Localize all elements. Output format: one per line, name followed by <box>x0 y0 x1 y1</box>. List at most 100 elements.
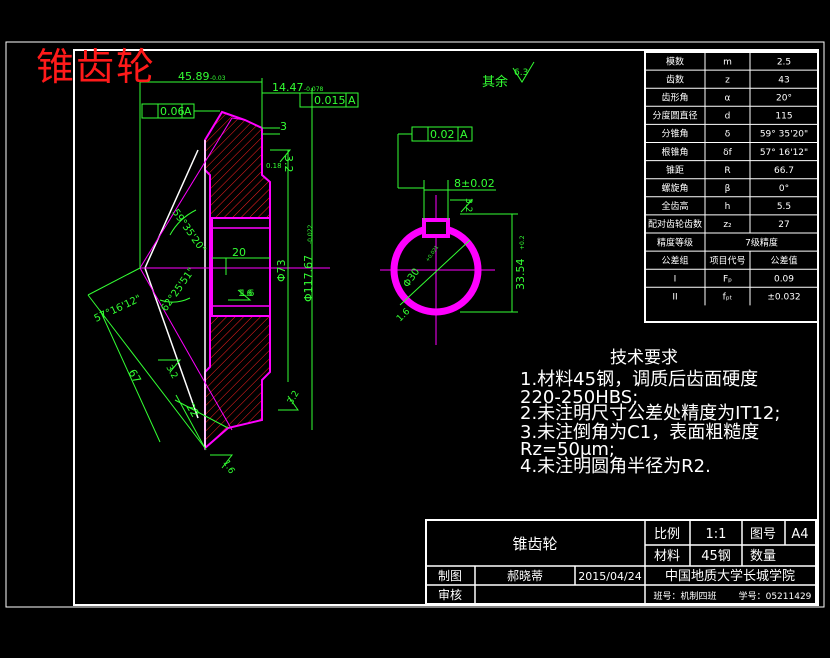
svg-text:3: 3 <box>280 120 287 133</box>
part-name: 锥齿轮 <box>512 535 557 553</box>
svg-text:3.2: 3.2 <box>463 198 473 212</box>
svg-text:学号：05211429: 学号：05211429 <box>739 590 812 602</box>
dim-33: 33.54 <box>514 259 527 291</box>
svg-text:A: A <box>184 105 192 118</box>
scale-value: 1:1 <box>706 527 727 542</box>
title-block: 锥齿轮 比例 1:1 图号 A4 材料 45钢 数量 制图 郝晓蒂 2015/0… <box>438 527 812 602</box>
param-name: I <box>674 275 677 285</box>
param-value: 66.7 <box>774 166 794 176</box>
param-value: 43 <box>778 75 789 85</box>
param-name: 分度圆直径 <box>652 110 697 122</box>
svg-text:审核: 审核 <box>438 587 462 602</box>
param-name: 齿形角 <box>661 92 688 104</box>
tech-req-line: 2.未注明尺寸公差处精度为IT12; <box>520 403 781 424</box>
tech-req-line: 220-250HBS; <box>520 387 639 408</box>
svg-text:数量: 数量 <box>750 549 776 564</box>
param-name: 精度等级 <box>657 236 693 248</box>
param-symbol: z <box>725 75 730 85</box>
outer-border <box>5 41 825 608</box>
param-name: II <box>672 293 677 303</box>
svg-text:比例: 比例 <box>654 527 680 542</box>
param-symbol: d <box>725 112 731 122</box>
tech-req-line: Rz=50μm; <box>520 439 615 460</box>
param-value: 2.5 <box>777 57 791 67</box>
svg-text:0.18: 0.18 <box>266 162 282 170</box>
dim-45: 45.89 <box>178 70 210 83</box>
svg-text:3.2: 3.2 <box>282 155 295 173</box>
other-surfaces-label: 其余 <box>482 74 508 90</box>
tech-req-line: 3.未注倒角为C1，表面粗糙度 <box>520 422 760 443</box>
svg-text:材料: 材料 <box>654 549 680 564</box>
watermark-title: 锥齿轮 <box>36 45 157 89</box>
param-name: 分锥角 <box>661 128 688 140</box>
param-name: 锥距 <box>666 164 684 176</box>
svg-text:1.6: 1.6 <box>220 459 236 477</box>
svg-text:6.3: 6.3 <box>514 68 528 78</box>
param-value: 57° 16'12" <box>760 148 808 158</box>
param-symbol: fₚₜ <box>723 293 733 303</box>
svg-text:62°25'51": 62°25'51" <box>159 266 197 314</box>
keyway-slot <box>422 218 450 238</box>
param-value: 115 <box>775 112 792 122</box>
param-value: 5.5 <box>777 202 791 212</box>
param-value: 27 <box>778 220 789 230</box>
param-value: 20° <box>776 94 792 104</box>
param-value: 公差值 <box>770 254 797 266</box>
gear-section-view <box>139 110 330 451</box>
title-block-frame <box>425 519 817 605</box>
svg-text:1.6: 1.6 <box>240 289 255 299</box>
svg-text:A: A <box>348 94 356 107</box>
param-name: 全齿高 <box>661 200 688 212</box>
dimension-texts: 45.89 -0.03 14.47 -0.078 0.06 A 0.015 A … <box>93 68 529 476</box>
param-symbol: h <box>725 202 731 212</box>
param-name: 齿数 <box>666 73 684 85</box>
svg-text:0.06: 0.06 <box>160 105 185 118</box>
param-value: ±0.032 <box>767 293 800 303</box>
param-symbol: R <box>724 166 730 176</box>
dim-14: 14.47 <box>272 81 304 94</box>
svg-text:1.6: 1.6 <box>395 307 412 324</box>
param-symbol: m <box>723 57 732 67</box>
svg-text:A4: A4 <box>791 527 808 542</box>
svg-text:-0.078: -0.078 <box>304 86 324 93</box>
svg-text:班号：机制四班: 班号：机制四班 <box>653 590 716 602</box>
drawing-date: 2015/04/24 <box>578 570 641 583</box>
dim-57: 57°16'12" <box>93 293 143 324</box>
bore-section <box>211 217 271 317</box>
keyway-view <box>380 195 495 345</box>
param-symbol: β <box>725 184 731 194</box>
svg-text:3.2: 3.2 <box>163 364 179 381</box>
tech-req-line: 1.材料45钢，调质后齿面硬度 <box>520 369 759 390</box>
svg-text:1.6: 1.6 <box>238 289 253 299</box>
dim-20: 20 <box>232 246 246 259</box>
svg-text:A: A <box>460 128 468 141</box>
param-symbol: δ <box>725 130 731 140</box>
param-name: 公差组 <box>661 254 688 266</box>
svg-text:3.2: 3.2 <box>286 389 302 406</box>
svg-text:制图: 制图 <box>438 569 462 583</box>
svg-text:0.015: 0.015 <box>314 94 346 107</box>
material-value: 45钢 <box>701 549 731 564</box>
svg-text:+0.021: +0.021 <box>425 245 441 264</box>
param-name: 螺旋角 <box>661 182 688 194</box>
param-value: 0° <box>779 184 789 194</box>
param-name: 根锥角 <box>661 146 688 158</box>
svg-text:0.02: 0.02 <box>430 128 455 141</box>
dimension-lines <box>87 78 359 469</box>
param-symbol: δf <box>723 148 733 158</box>
svg-text:图号: 图号 <box>750 527 776 542</box>
dim-117: Φ117.67 <box>302 255 315 302</box>
svg-text:-0.022: -0.022 <box>307 224 314 244</box>
dim-22: 22 <box>183 401 201 420</box>
dim-73: Φ73 <box>275 259 288 282</box>
tech-req-line: 4.未注明圆角半径为R2. <box>520 456 711 477</box>
param-value: 7级精度 <box>745 236 778 248</box>
param-symbol: 项目代号 <box>709 255 745 266</box>
school-name: 中国地质大学长城学院 <box>665 568 795 584</box>
dim-key8: 8±0.02 <box>454 177 495 190</box>
svg-text:+0.2: +0.2 <box>519 235 526 250</box>
param-name: 配对齿轮齿数 <box>648 218 702 230</box>
param-value: 0.09 <box>774 275 794 285</box>
